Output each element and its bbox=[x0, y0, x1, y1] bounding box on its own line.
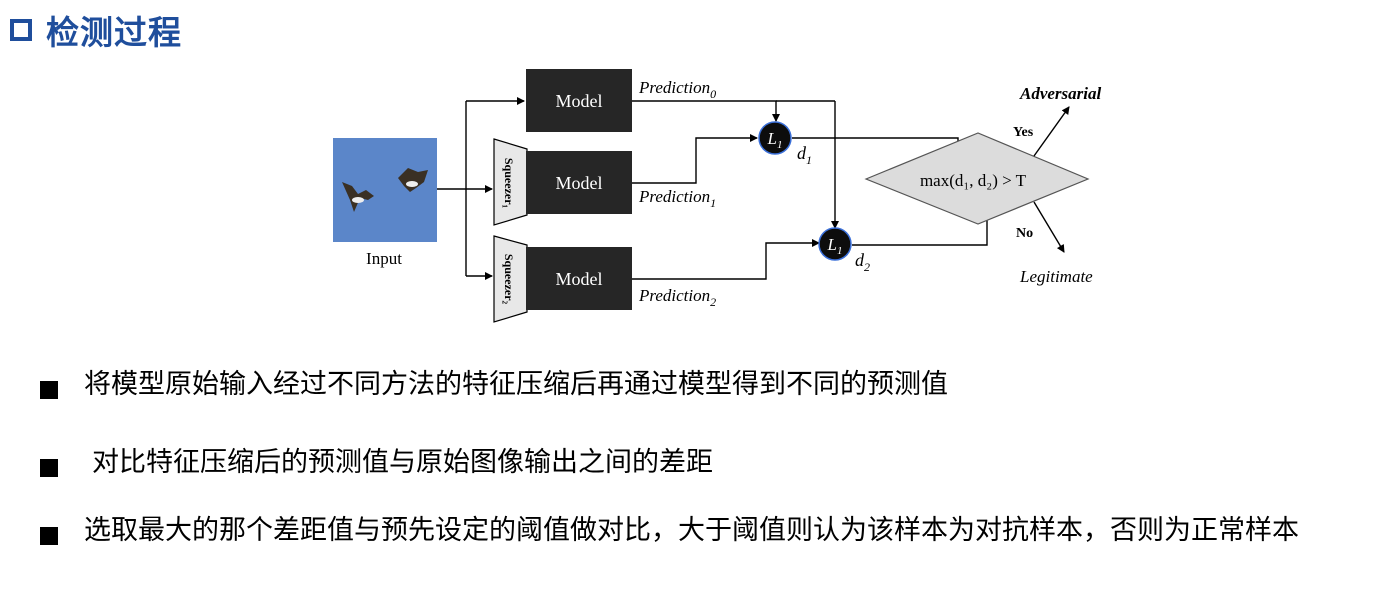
prediction-1-label: Prediction1 bbox=[638, 187, 716, 210]
input-image bbox=[333, 138, 437, 242]
bird-icon bbox=[398, 168, 428, 192]
model-label-1: Model bbox=[556, 173, 603, 193]
l1-label-1: L1 bbox=[767, 129, 783, 151]
model-label-0: Model bbox=[556, 91, 603, 111]
squeezer-1-shape bbox=[493, 138, 528, 226]
yes-label: Yes bbox=[1013, 125, 1034, 140]
prediction-0-label: Prediction0 bbox=[638, 78, 716, 101]
d1-label: d1 bbox=[797, 143, 812, 167]
squeezer-1-label: Squeezer₁ bbox=[502, 158, 516, 209]
bullet-text: 将模型原始输入经过不同方法的特征压缩后再通过模型得到不同的预测值 bbox=[84, 369, 948, 400]
squeezer-2-shape bbox=[493, 235, 528, 323]
bullet-square-icon bbox=[40, 459, 58, 477]
bullet-item: 选取最大的那个差距值与预先设定的阈值做对比，大于阈值则认为该样本为对抗样本，否则… bbox=[40, 515, 1364, 556]
title-square-icon bbox=[10, 19, 32, 41]
bullet-item: 对比特征压缩后的预测值与原始图像输出之间的差距 bbox=[40, 447, 1372, 488]
bullet-square-icon bbox=[40, 381, 58, 399]
decision-text: max(d₁, d₂) > T bbox=[920, 171, 1027, 190]
bullet-square-icon bbox=[40, 527, 58, 545]
bird-icon bbox=[342, 182, 374, 212]
l1-label-2: L1 bbox=[827, 235, 843, 257]
no-label: No bbox=[1016, 226, 1033, 241]
input-label: Input bbox=[366, 249, 402, 268]
l1-node-1 bbox=[758, 121, 792, 155]
decision-diamond bbox=[864, 132, 1090, 225]
title-text: 检测过程 bbox=[46, 13, 182, 52]
model-box-2 bbox=[526, 247, 632, 310]
adversarial-label: Adversarial bbox=[1019, 84, 1102, 103]
model-box-1 bbox=[526, 151, 632, 214]
legitimate-label: Legitimate bbox=[1019, 267, 1093, 286]
bullet-text: 对比特征压缩后的预测值与原始图像输出之间的差距 bbox=[92, 447, 713, 478]
decision-connectors bbox=[1033, 106, 1070, 253]
model-box-0 bbox=[526, 69, 632, 132]
bullet-item: 将模型原始输入经过不同方法的特征压缩后再通过模型得到不同的预测值 bbox=[40, 369, 1364, 410]
feature-squeezing-diagram: Input Squeezer₁ Squeezer₂ Model Model Mo… bbox=[333, 69, 1102, 323]
model-label-2: Model bbox=[556, 269, 603, 289]
slide-title: 检测过程 bbox=[10, 8, 182, 52]
prediction-2-label: Prediction2 bbox=[638, 286, 716, 309]
bullet-text: 选取最大的那个差距值与预先设定的阈值做对比，大于阈值则认为该样本为对抗样本，否则… bbox=[84, 515, 1299, 546]
d2-label: d2 bbox=[855, 250, 870, 274]
input-connectors bbox=[437, 97, 525, 280]
squeezer-2-label: Squeezer₂ bbox=[502, 254, 516, 305]
l1-node-2 bbox=[818, 227, 852, 261]
